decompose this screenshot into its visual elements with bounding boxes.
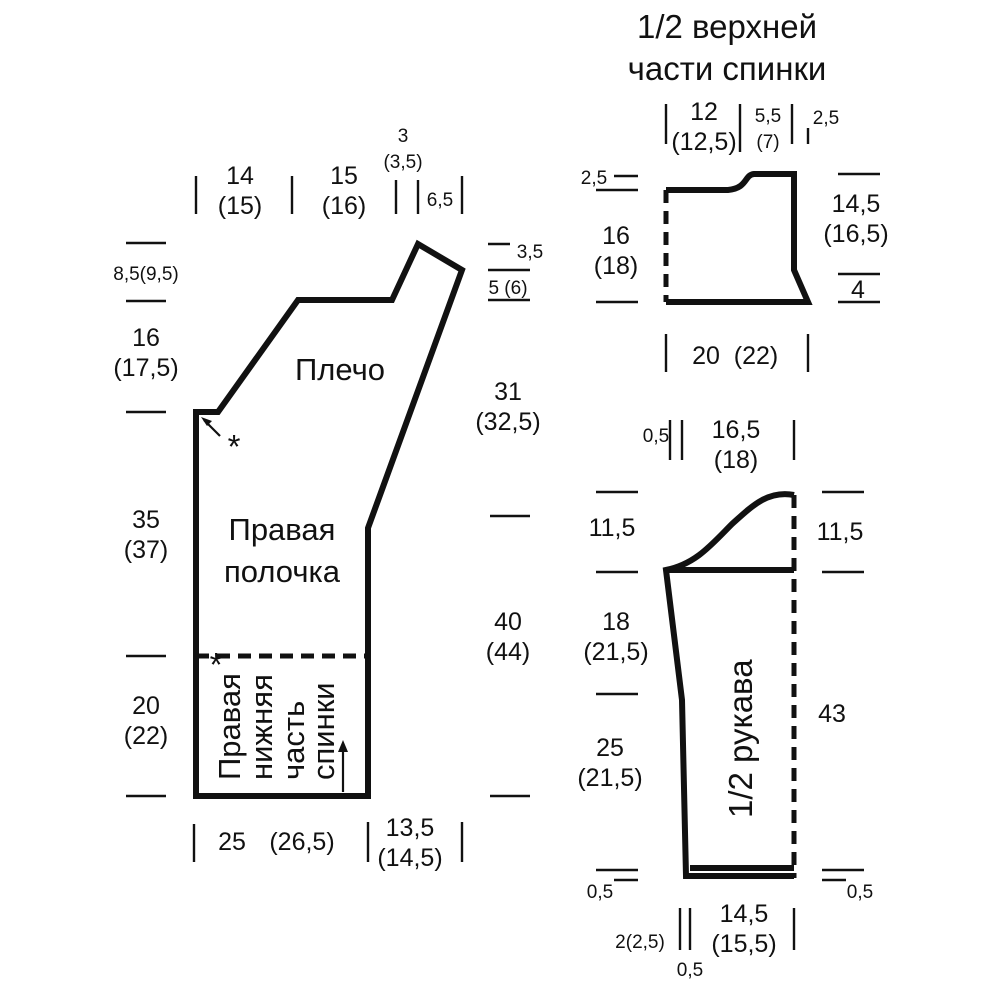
front-top-w3: 3 — [398, 126, 409, 147]
back-upper-outline — [666, 171, 813, 305]
sleeve-l-h2-alt: (21,5) — [577, 764, 642, 792]
front-piece — [193, 239, 466, 799]
sleeve-measurements: 0,5 16,5 (18) 11,5 11,5 18 (21,5) 25 (21… — [577, 416, 873, 981]
front-h-shoulder: 16 — [132, 324, 160, 352]
back-top-w1-alt: (12,5) — [671, 128, 736, 156]
back-top-w1: 12 — [690, 98, 718, 126]
piece-labels: Плечо Правая полочка Правая нижняя часть… — [210, 352, 759, 818]
front-top-w3-alt: (3,5) — [383, 152, 422, 173]
back-top-w2-alt: (7) — [756, 132, 779, 153]
back-l-top: 2,5 — [581, 168, 607, 189]
front-top-w1-alt: (15) — [218, 192, 262, 220]
sleeve-l-h2: 25 — [596, 734, 624, 762]
title-line-1: 1/2 верхней — [637, 8, 817, 45]
front-b-w2-alt: (14,5) — [377, 844, 442, 872]
front-r-top2: 5 (6) — [488, 278, 527, 299]
front-h-top: 8,5(9,5) — [113, 264, 178, 285]
back-r-h-alt: (16,5) — [823, 220, 888, 248]
sleeve-l-bot: 0,5 — [587, 882, 613, 903]
sleeve-top-w1: 16,5 — [712, 416, 761, 444]
sleeve-r-cap: 11,5 — [817, 518, 864, 546]
label-right-front-2: полочка — [224, 554, 341, 589]
title-line-2: части спинки — [628, 50, 827, 87]
arrow-star-head — [201, 417, 212, 426]
sleeve-r-bot: 0,5 — [847, 882, 873, 903]
front-r-low-alt: (44) — [486, 638, 530, 666]
label-back-lower-2: нижняя — [244, 674, 279, 780]
front-b-w1-alt: (26,5) — [269, 828, 334, 856]
front-top-w4: 6,5 — [427, 190, 453, 211]
front-r-mid-alt: (32,5) — [475, 408, 540, 436]
sleeve-l-cap: 11,5 — [589, 514, 636, 542]
front-h-bottom: 20 — [132, 692, 160, 720]
front-bottom-ticks — [192, 822, 464, 862]
front-r-top1: 3,5 — [517, 242, 543, 263]
front-outline — [193, 239, 466, 799]
sleeve-b-w1: 2(2,5) — [615, 932, 665, 953]
sleeve-l-h1-alt: (21,5) — [583, 638, 648, 666]
title: 1/2 верхней части спинки — [628, 8, 827, 87]
label-right-front-1: Правая — [229, 512, 336, 547]
front-r-mid: 31 — [494, 378, 522, 406]
arrow-up-head — [338, 740, 348, 752]
front-b-w1: 25 — [218, 828, 246, 856]
back-top-w2: 5,5 — [755, 106, 781, 127]
sleeve-l-h1: 18 — [602, 608, 630, 636]
sleeve-top-w1-alt: (18) — [714, 446, 758, 474]
back-r-h: 14,5 — [832, 190, 881, 218]
front-measurements: 14 (15) 15 (16) 3 (3,5) 6,5 8,5(9,5) 16 … — [113, 126, 543, 872]
label-back-lower-4: спинки — [306, 682, 341, 780]
front-b-w2: 13,5 — [386, 814, 435, 842]
front-left-levels — [126, 241, 166, 798]
sleeve-top-w0: 0,5 — [643, 426, 669, 447]
back-top-w3: 2,5 — [813, 108, 839, 129]
front-top-w2-alt: (16) — [322, 192, 366, 220]
front-h-shoulder-alt: (17,5) — [113, 354, 178, 382]
front-h-bottom-alt: (22) — [124, 722, 168, 750]
star-marker-1: * — [228, 428, 241, 465]
back-l-h-alt: (18) — [594, 252, 638, 280]
front-top-w1: 14 — [226, 162, 254, 190]
label-shoulder: Плечо — [295, 352, 385, 387]
label-back-lower-3: часть — [276, 701, 311, 780]
star-marker-2: * — [210, 646, 223, 683]
back-l-h: 16 — [602, 222, 630, 250]
front-right-levels — [488, 242, 530, 798]
front-top-w2: 15 — [330, 162, 358, 190]
sleeve-ticks — [596, 420, 864, 950]
sleeve-b-w3: 14,5 — [720, 900, 769, 928]
label-sleeve: 1/2 рукава — [722, 659, 759, 818]
front-h-front: 35 — [132, 506, 160, 534]
back-r-low: 4 — [851, 276, 865, 304]
back-upper-measurements: 12 (12,5) 5,5 (7) 2,5 2,5 16 (18) 14,5 (… — [581, 98, 889, 370]
label-back-lower-1: Правая — [212, 673, 247, 780]
sleeve-b-w3-alt: (15,5) — [711, 930, 776, 958]
back-upper-ticks — [596, 104, 880, 372]
front-top-ticks — [194, 176, 464, 214]
sleeve-piece — [662, 491, 797, 879]
sleeve-b-w2: 0,5 — [677, 960, 703, 981]
back-b-w-alt: (22) — [734, 342, 778, 370]
sleeve-r-h: 43 — [818, 700, 846, 728]
front-r-low: 40 — [494, 608, 522, 636]
back-upper-piece — [663, 171, 813, 305]
front-h-front-alt: (37) — [124, 536, 168, 564]
back-b-w: 20 — [692, 342, 720, 370]
